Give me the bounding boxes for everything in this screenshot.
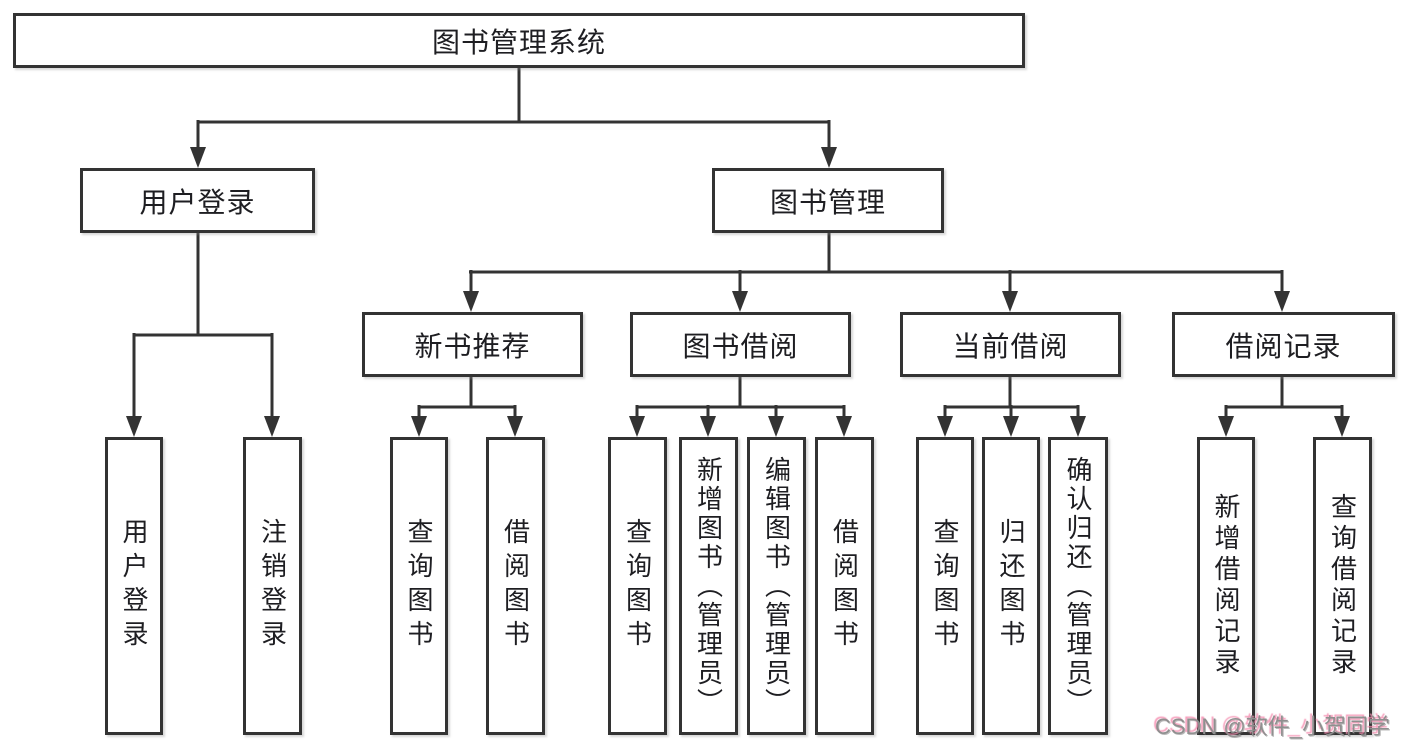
- leaf-current-query-books: 查询图书: [916, 437, 974, 735]
- node-new-book-recommend: 新书推荐: [362, 312, 583, 377]
- leaf-current-confirm-return-admin-label: 确认归还（管理员）: [1063, 455, 1093, 717]
- leaf-borrowing-query-books-label: 查询图书: [622, 518, 653, 654]
- leaf-records-add-borrow-record: 新增借阅记录: [1197, 437, 1255, 735]
- node-book-borrowing-label: 图书借阅: [682, 330, 799, 362]
- node-current-borrowing-label: 当前借阅: [952, 330, 1069, 362]
- leaf-user-login: 用户登录: [105, 437, 163, 735]
- csdn-watermark: CSDN @软件_小贺同学: [1154, 714, 1390, 739]
- leaf-borrowing-edit-books-admin-label: 编辑图书（管理员）: [761, 455, 792, 717]
- leaf-borrowing-edit-books-admin: 编辑图书（管理员）: [747, 437, 806, 735]
- leaf-logout: 注销登录: [243, 437, 302, 735]
- node-user-login-label: 用户登录: [139, 186, 256, 218]
- leaf-borrowing-add-books-admin-label: 新增图书（管理员）: [693, 455, 724, 717]
- node-library-management-system-label: 图书管理系统: [431, 26, 606, 58]
- node-library-management-system: 图书管理系统: [13, 13, 1025, 68]
- leaf-logout-label: 注销登录: [257, 518, 288, 654]
- leaf-borrowing-borrow-books-label: 借阅图书: [829, 518, 860, 654]
- node-new-book-recommend-label: 新书推荐: [414, 330, 531, 362]
- node-user-login: 用户登录: [80, 168, 315, 233]
- leaf-borrowing-query-books: 查询图书: [608, 437, 667, 735]
- leaf-borrowing-add-books-admin: 新增图书（管理员）: [679, 437, 738, 735]
- node-current-borrowing: 当前借阅: [900, 312, 1121, 377]
- node-borrowing-records: 借阅记录: [1172, 312, 1395, 377]
- leaf-records-query-borrow-record: 查询借阅记录: [1313, 437, 1372, 735]
- leaf-current-return-books: 归还图书: [982, 437, 1040, 735]
- node-borrowing-records-label: 借阅记录: [1225, 330, 1342, 362]
- node-book-management: 图书管理: [712, 168, 944, 233]
- leaf-current-query-books-label: 查询图书: [930, 518, 960, 654]
- leaf-recommend-borrow-books-label: 借阅图书: [500, 518, 531, 654]
- leaf-borrowing-borrow-books: 借阅图书: [815, 437, 874, 735]
- leaf-recommend-query-books-label: 查询图书: [404, 518, 434, 654]
- node-book-borrowing: 图书借阅: [630, 312, 851, 377]
- node-book-management-label: 图书管理: [769, 186, 886, 218]
- leaf-recommend-query-books: 查询图书: [390, 437, 448, 735]
- leaf-records-query-borrow-record-label: 查询借阅记录: [1327, 493, 1358, 679]
- leaf-records-add-borrow-record-label: 新增借阅记录: [1211, 493, 1241, 679]
- leaf-current-return-books-label: 归还图书: [996, 518, 1026, 654]
- leaf-user-login-label: 用户登录: [119, 518, 149, 654]
- leaf-current-confirm-return-admin: 确认归还（管理员）: [1048, 437, 1108, 735]
- leaf-recommend-borrow-books: 借阅图书: [486, 437, 545, 735]
